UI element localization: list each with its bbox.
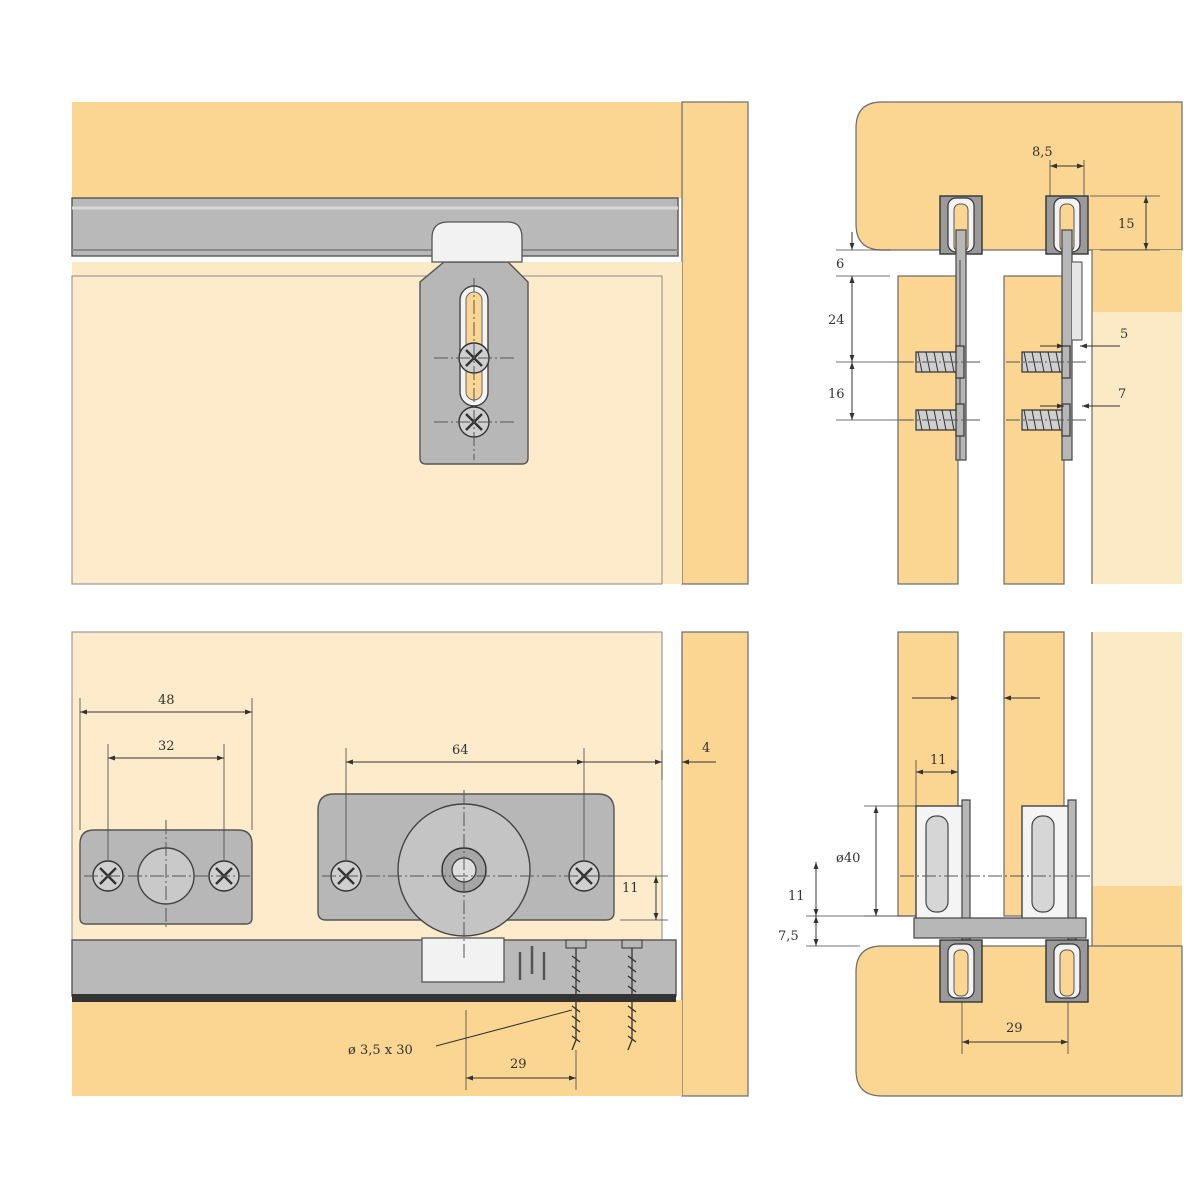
bottom-roller-1 xyxy=(915,799,971,941)
dim-label-11-roller: 11 xyxy=(622,881,639,896)
dim-label-29-bottom: 29 xyxy=(510,1057,527,1072)
bottom-track-profile xyxy=(913,917,1087,939)
side-panel-board-lower xyxy=(681,631,749,1097)
top-panel-board xyxy=(72,102,682,198)
screw-icon xyxy=(621,939,643,1051)
dim-label-32: 32 xyxy=(158,739,175,754)
dim-label-4: 4 xyxy=(702,741,710,756)
bottom-right-panel: 11 ø40 11 7,5 29 xyxy=(778,631,1183,1097)
bottom-roller-2 xyxy=(1021,799,1077,941)
bottom-board-section xyxy=(855,945,1183,1097)
bottom-left-panel: 48 32 64 4 11 29 ø 3,5 x 30 xyxy=(71,631,749,1097)
right-side-board-lower-dark xyxy=(1092,886,1182,946)
right-side-board-lower-light xyxy=(1092,632,1182,886)
dim-label-11-door: 11 xyxy=(930,753,947,768)
dim-label-7-5: 7,5 xyxy=(778,929,799,944)
screw-size-label: ø 3,5 x 30 xyxy=(348,1043,413,1058)
dim-label-16: 16 xyxy=(828,387,845,402)
top-left-panel xyxy=(71,101,749,585)
dim-label-6: 6 xyxy=(836,257,844,272)
top-right-panel: 8,5 15 6 24 16 5 7 xyxy=(828,101,1183,585)
dim-label-48: 48 xyxy=(158,693,175,708)
dim-label-24: 24 xyxy=(828,313,845,328)
dim-label-7: 7 xyxy=(1118,387,1126,402)
top-board-section xyxy=(855,101,1183,251)
side-panel-board xyxy=(681,101,749,585)
dim-label-5: 5 xyxy=(1120,327,1128,342)
track-insert-1 xyxy=(939,939,983,1003)
top-guide-white-cap xyxy=(431,221,523,263)
door-panel-front xyxy=(71,275,663,585)
screw-icon xyxy=(565,939,587,1051)
roller-white-foot xyxy=(421,937,505,983)
top-rail-profile-2 xyxy=(1045,195,1089,461)
dim-label-64: 64 xyxy=(452,743,469,758)
dim-label-dia40: ø40 xyxy=(836,851,860,866)
dim-label-15: 15 xyxy=(1118,217,1135,232)
track-insert-2 xyxy=(1045,939,1089,1003)
top-rail-profile-1 xyxy=(939,195,983,461)
dim-label-11-side: 11 xyxy=(788,889,805,904)
right-side-board-light xyxy=(1092,312,1182,584)
bottom-board xyxy=(72,1000,682,1096)
dim-label-29-section: 29 xyxy=(1006,1021,1023,1036)
right-side-board-section xyxy=(1092,250,1182,312)
dim-label-8-5: 8,5 xyxy=(1032,145,1053,160)
screw-icon xyxy=(915,403,965,437)
